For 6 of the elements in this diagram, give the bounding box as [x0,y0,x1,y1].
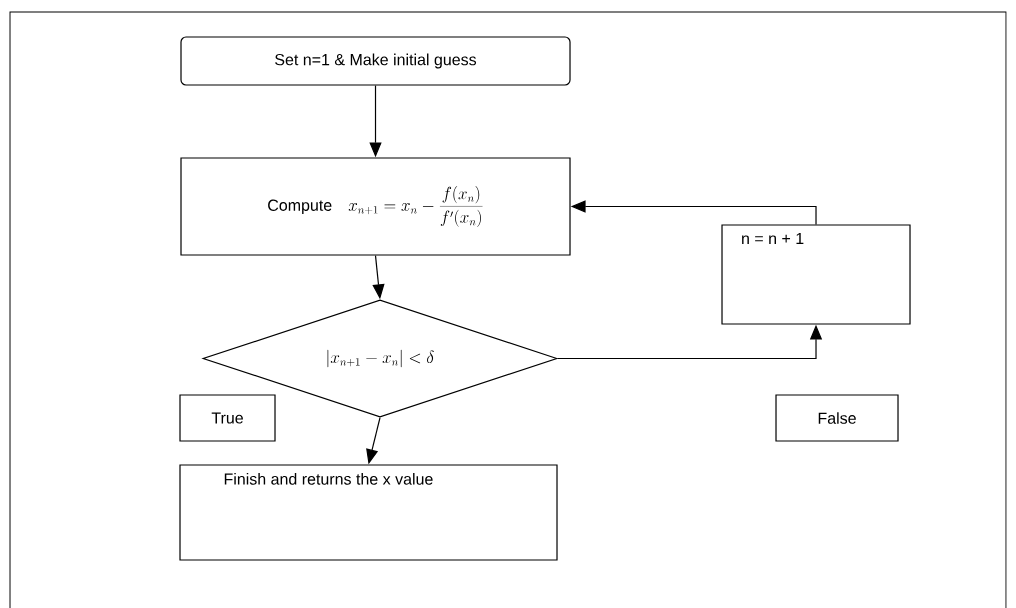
process-box: n = n + 1 [721,224,911,325]
label-box: True [179,394,276,442]
label-box: False [775,394,899,442]
process-box: Compute $x_{n+1} = x_n - \frac{f(x_n)}{f'(x_n)}$ [180,157,571,256]
start-box: Set n=1 & Make initial guess [180,36,571,86]
end-box: Finish and returns the x value [179,464,558,561]
